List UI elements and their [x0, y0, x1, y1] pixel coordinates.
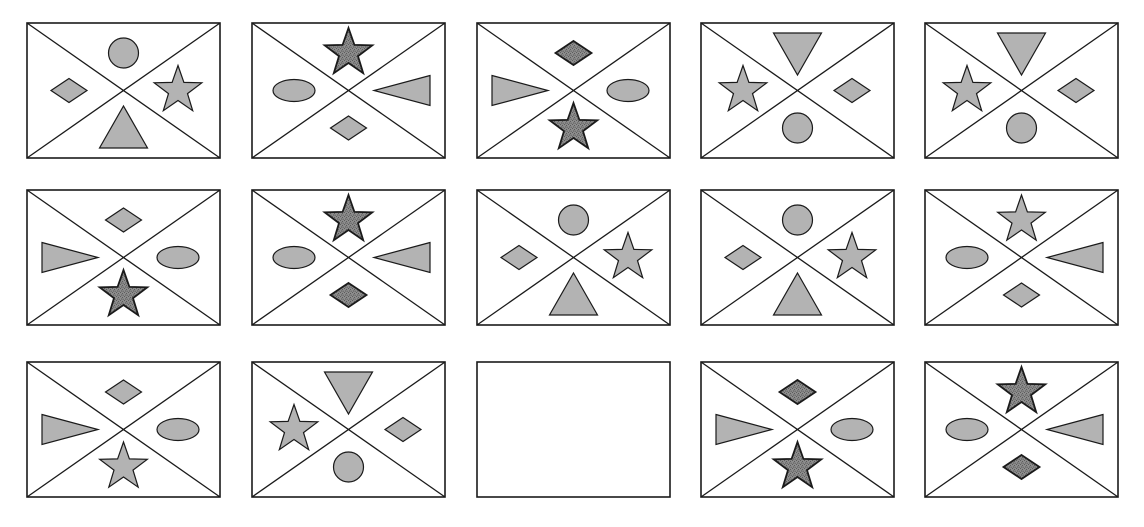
diagonal-line: [251, 189, 446, 326]
star-shape: [547, 100, 600, 151]
diagonal-line: [476, 189, 671, 326]
triangle-shape: [371, 241, 431, 274]
ellipse-shape: [272, 78, 316, 103]
star-shape: [717, 63, 769, 113]
triangle-shape: [772, 271, 823, 316]
diagonal-line: [251, 361, 446, 498]
star-shape: [152, 63, 204, 113]
triangle-shape: [1044, 241, 1104, 274]
triangle-shape: [41, 413, 101, 446]
diagonal-line: [251, 22, 446, 159]
star-shape: [322, 25, 375, 76]
star-shape: [995, 193, 1048, 242]
star-shape: [826, 230, 878, 280]
diamond-shape: [104, 379, 143, 405]
diamond-shape: [1056, 77, 1096, 104]
triangle-shape: [98, 104, 149, 149]
puzzle-card: [476, 189, 671, 326]
star-shape: [995, 364, 1048, 415]
triangle-shape: [715, 413, 775, 446]
diamond-shape: [553, 39, 594, 67]
ellipse-shape: [830, 417, 874, 442]
circle-shape: [781, 112, 814, 144]
diamond-shape: [723, 244, 763, 271]
triangle-shape: [996, 32, 1047, 77]
diagonal-line: [924, 22, 1119, 159]
diagonal-line: [924, 361, 1119, 498]
ellipse-shape: [606, 78, 650, 103]
diamond-shape: [104, 207, 143, 233]
star-shape: [97, 440, 150, 489]
ellipse-shape: [945, 417, 989, 442]
diagonal-line: [476, 22, 671, 159]
puzzle-card: [700, 22, 895, 159]
star-shape: [771, 439, 824, 490]
puzzle-card: [26, 22, 221, 159]
puzzle-card: [476, 361, 671, 498]
ellipse-shape: [156, 417, 200, 442]
puzzle-card: [251, 189, 446, 326]
circle-shape: [1005, 112, 1038, 144]
puzzle-card: [26, 189, 221, 326]
cards-layer: [26, 22, 1119, 498]
circle-shape: [557, 204, 590, 236]
diagonal-line: [700, 189, 895, 326]
triangle-shape: [371, 74, 431, 107]
puzzle-card: [924, 22, 1119, 159]
empty-card-frame: [476, 361, 671, 498]
triangle-shape: [323, 371, 374, 416]
triangle-shape: [1044, 413, 1104, 446]
star-shape: [97, 267, 150, 318]
diamond-shape: [777, 378, 818, 406]
diamond-shape: [328, 281, 369, 309]
star-shape: [268, 402, 320, 452]
star-shape: [941, 63, 993, 113]
circle-shape: [107, 37, 140, 69]
triangle-shape: [772, 32, 823, 77]
triangle-shape: [491, 74, 551, 107]
diagonal-line: [26, 361, 221, 498]
puzzle-card: [476, 22, 671, 159]
diamond-shape: [1002, 282, 1041, 308]
diagonal-line: [700, 22, 895, 159]
diagonal-line: [26, 189, 221, 326]
diamond-shape: [383, 416, 423, 443]
ellipse-shape: [945, 245, 989, 270]
ellipse-shape: [156, 245, 200, 270]
triangle-shape: [41, 241, 101, 274]
diamond-shape: [1001, 453, 1042, 481]
diamond-shape: [832, 77, 872, 104]
diamond-shape: [49, 77, 89, 104]
puzzle-card: [700, 361, 895, 498]
diagonal-line: [26, 22, 221, 159]
circle-shape: [332, 451, 365, 483]
circle-shape: [781, 204, 814, 236]
triangle-shape: [548, 271, 599, 316]
puzzle-card: [251, 22, 446, 159]
diagonal-line: [700, 361, 895, 498]
diamond-shape: [499, 244, 539, 271]
diamond-shape: [329, 115, 368, 141]
ellipse-shape: [272, 245, 316, 270]
diagonal-line: [924, 189, 1119, 326]
puzzle-card: [26, 361, 221, 498]
puzzle-card: [924, 189, 1119, 326]
star-shape: [322, 192, 375, 243]
star-shape: [602, 230, 654, 280]
puzzle-card: [700, 189, 895, 326]
puzzle-card: [251, 361, 446, 498]
puzzle-card: [924, 361, 1119, 498]
